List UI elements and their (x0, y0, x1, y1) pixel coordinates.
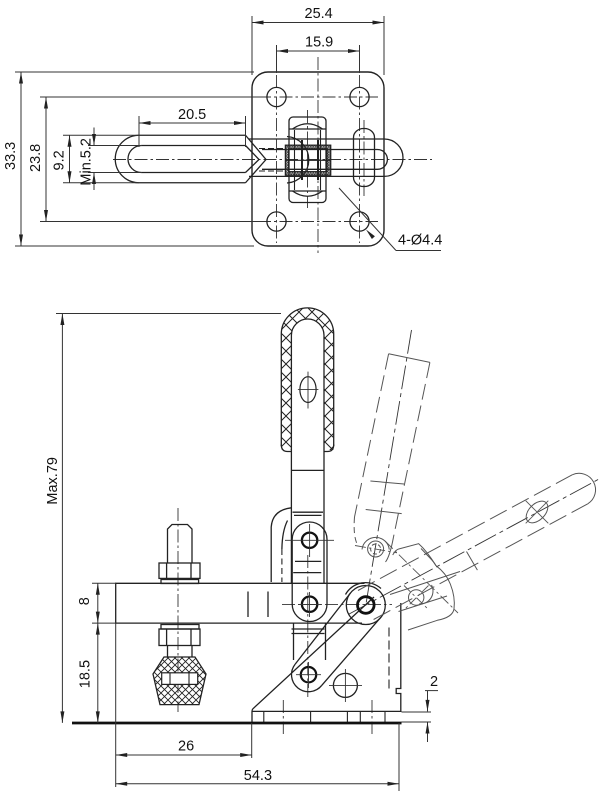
svg-text:15.9: 15.9 (305, 35, 333, 51)
svg-text:2: 2 (430, 674, 438, 690)
svg-text:8: 8 (77, 597, 93, 605)
svg-text:54.3: 54.3 (244, 768, 272, 784)
svg-text:9.2: 9.2 (52, 150, 68, 170)
svg-text:Max.79: Max.79 (45, 457, 61, 505)
svg-text:23.8: 23.8 (28, 144, 44, 172)
svg-text:26: 26 (178, 739, 194, 755)
svg-text:33.3: 33.3 (3, 142, 19, 170)
svg-text:18.5: 18.5 (78, 660, 94, 688)
svg-text:Min.5.2: Min.5.2 (79, 138, 95, 186)
svg-text:4-Ø4.4: 4-Ø4.4 (398, 233, 442, 249)
svg-text:25.4: 25.4 (305, 6, 333, 22)
svg-text:20.5: 20.5 (178, 107, 206, 123)
